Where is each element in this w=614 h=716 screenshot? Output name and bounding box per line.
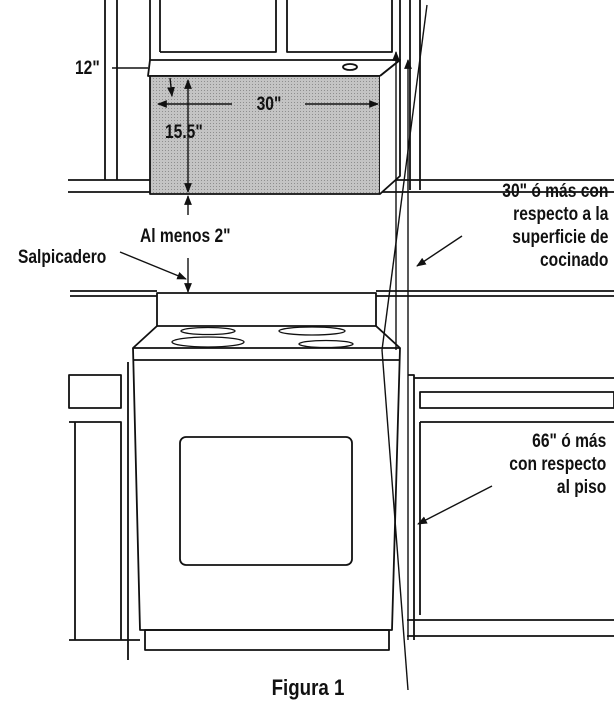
upper-cabinets bbox=[68, 0, 614, 193]
min-clearance-label: Al menos 2" bbox=[140, 226, 231, 247]
lower-cabinets bbox=[68, 362, 614, 660]
cooktop-clearance-line: 30" ó más con bbox=[501, 181, 608, 202]
cooktop-clearance-label: 30" ó más con respecto a la superficie d… bbox=[502, 180, 608, 272]
dimension-lines bbox=[112, 4, 493, 691]
width-dimension-label: 30" bbox=[256, 94, 282, 115]
cooktop-clearance-line: superficie de bbox=[511, 227, 608, 248]
floor-clearance-line: 66" ó más bbox=[531, 431, 606, 452]
depth-dimension-label: 12" bbox=[75, 58, 100, 79]
cooktop-clearance-line: respecto a la bbox=[512, 204, 608, 225]
floor-clearance-line: al piso bbox=[556, 477, 606, 498]
range bbox=[132, 292, 401, 651]
figure-caption: Figura 1 bbox=[271, 675, 345, 700]
countertops bbox=[70, 290, 614, 297]
floor-clearance-line: con respecto bbox=[509, 454, 606, 475]
floor-clearance-label: 66" ó más con respecto al piso bbox=[509, 430, 606, 499]
backsplash-label: Salpicadero bbox=[18, 247, 107, 268]
cooktop-clearance-line: cocinado bbox=[539, 250, 608, 271]
height-dimension-label: 15.5" bbox=[165, 122, 203, 143]
